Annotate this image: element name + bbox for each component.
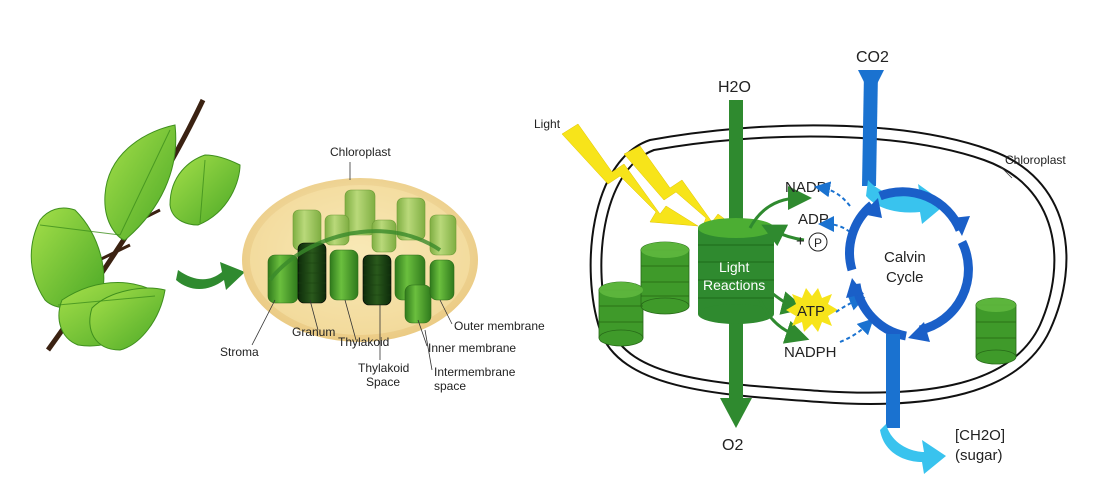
- label-inner-membrane: Inner membrane: [428, 341, 516, 355]
- label-granum: Granum: [292, 325, 335, 339]
- label-nadp: NADP: [785, 179, 827, 196]
- co2-arrow: [858, 70, 946, 224]
- label-pi: P: [814, 236, 822, 250]
- label-h2o: H2O: [718, 79, 751, 96]
- label-stroma: Stroma: [220, 345, 259, 359]
- phosphate-circle: [808, 232, 828, 252]
- chloroplast-title: Chloroplast: [330, 145, 391, 159]
- label-co2: CO2: [856, 49, 889, 66]
- label-calvin-1: Calvin: [884, 249, 926, 266]
- label-sugar-1: [CH2O]: [955, 427, 1005, 444]
- label-light-reactions-2: Reactions: [703, 277, 765, 293]
- leaf-branch-illustration: [30, 98, 241, 352]
- label-pi-plus: +: [796, 233, 805, 250]
- label-light-reactions-1: Light: [719, 259, 749, 275]
- atp-starburst: [786, 288, 838, 332]
- label-intermembrane-2: space: [434, 379, 466, 393]
- label-thylakoid-space-1: Thylakoid: [358, 361, 409, 375]
- label-outer-membrane: Outer membrane: [454, 319, 545, 333]
- light-reactions-stack: [698, 218, 774, 324]
- label-thylakoid-space-2: Space: [366, 375, 400, 389]
- label-atp: ATP: [797, 303, 825, 320]
- chloroplast-cutaway: [242, 178, 478, 342]
- label-chloroplast-right: Chloroplast: [1005, 153, 1066, 167]
- label-calvin-2: Cycle: [886, 269, 924, 286]
- sugar-arrow: [880, 334, 946, 474]
- label-thylakoid: Thylakoid: [338, 335, 389, 349]
- label-sugar-2: (sugar): [955, 447, 1003, 464]
- label-light: Light: [534, 117, 561, 131]
- label-nadph: NADPH: [784, 344, 837, 361]
- label-intermembrane-1: Intermembrane: [434, 365, 516, 379]
- grana-stacks: [598, 241, 1017, 365]
- zoom-arrow: [176, 262, 245, 290]
- label-adp: ADP: [798, 211, 829, 228]
- label-o2: O2: [722, 437, 743, 454]
